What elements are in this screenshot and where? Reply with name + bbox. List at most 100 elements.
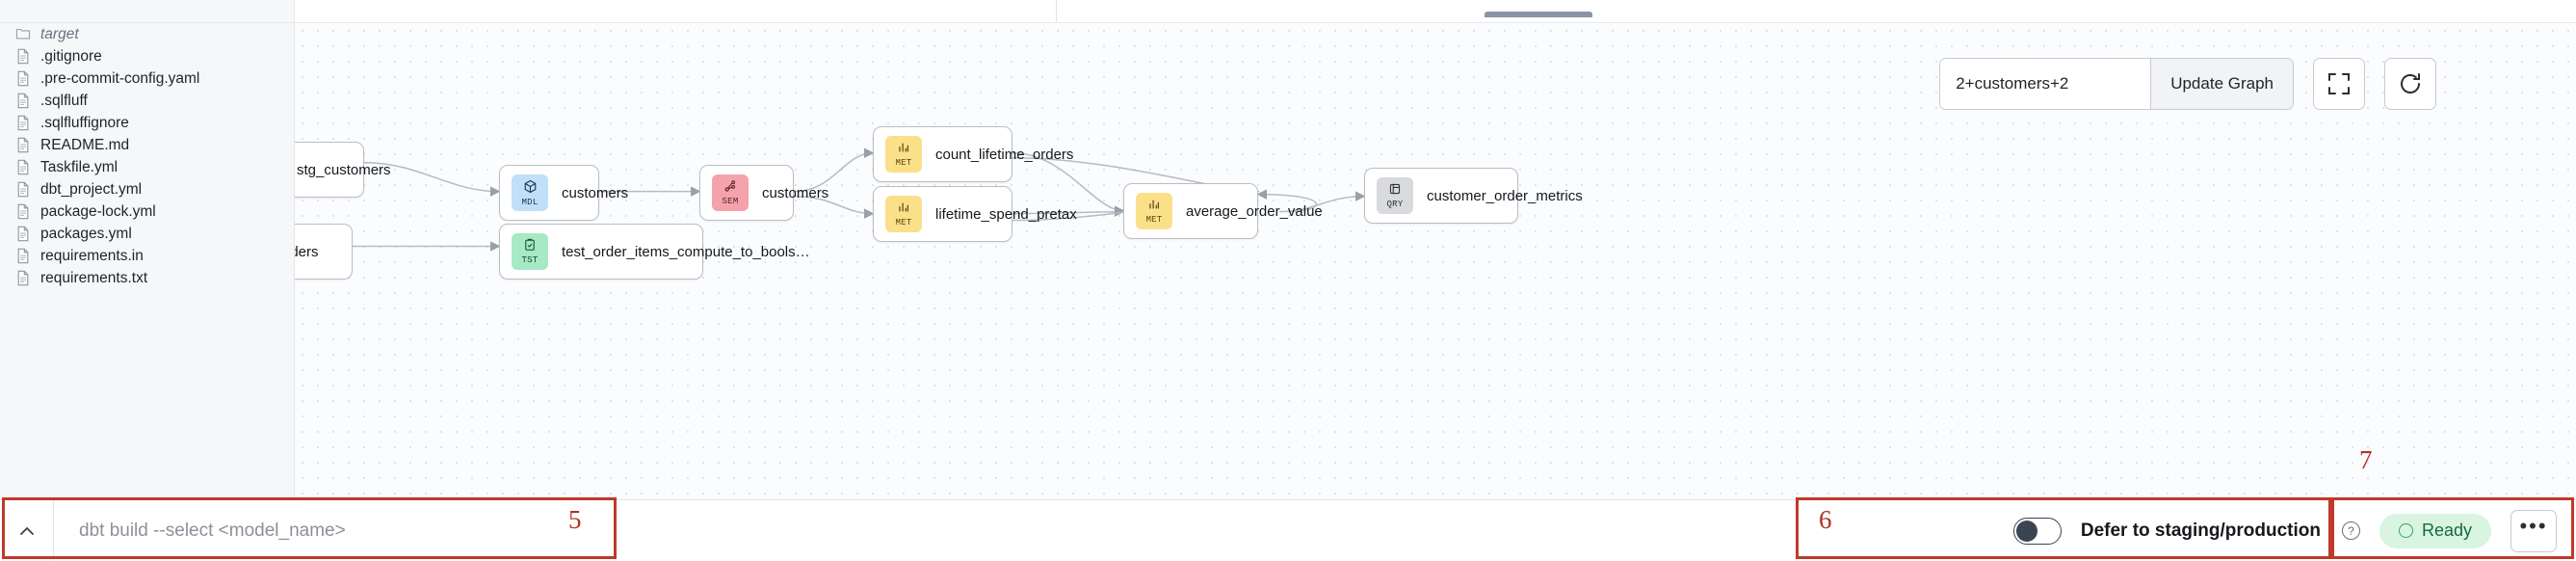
badge-text: MET [895,158,912,168]
list-item[interactable]: target [0,23,294,45]
dbt-command-input[interactable] [54,500,2013,561]
list-item[interactable]: .sqlfluff [0,90,294,112]
list-item-label: .gitignore [40,47,102,65]
defer-label: Defer to staging/production [2080,520,2321,541]
bar-chart-glyph [1147,198,1161,215]
tab-group-divider [1056,0,1057,23]
graph-node-stg-customers[interactable]: stg_customers [295,142,391,198]
folder-icon [15,26,31,42]
fullscreen-icon[interactable] [2313,58,2365,110]
badge-text: TST [521,255,539,265]
graph-node-icon: SEM [712,174,749,211]
graph-node-lifetime-spend-pretax[interactable]: MET lifetime_spend_pretax [873,186,1077,242]
badge-text: MDL [521,197,539,207]
toggle-knob [2015,520,2037,542]
query-icon: QRY [1377,177,1413,214]
bar-chart-icon: MET [885,196,922,232]
file-icon [15,137,31,153]
file-icon [15,181,31,198]
graph-node-orders[interactable]: orders [295,224,353,280]
graph-selector-input[interactable] [1940,59,2151,109]
file-icon [15,270,31,286]
list-item-label: package-lock.yml [40,202,156,220]
list-item-label: target [40,25,79,42]
graph-node-customers-model[interactable]: MDL customers [499,165,628,221]
file-icon [15,93,31,109]
workbench-body: target .gitignore .pre-commit-config.yam… [0,23,2576,499]
graph-node-customer-order-metrics[interactable]: QRY customer_order_metrics [1364,168,1583,224]
node-label: stg_customers [297,161,391,178]
node-selector-group[interactable]: Update Graph [1939,58,2294,110]
node-label: lifetime_spend_pretax [935,205,1077,223]
graph-toolbar[interactable]: Update Graph [1939,58,2436,110]
node-label: count_lifetime_orders [935,146,1074,163]
list-item[interactable]: .pre-commit-config.yaml [0,67,294,90]
list-item[interactable]: requirements.in [0,245,294,267]
status-dot-icon [2398,523,2413,538]
badge-text: MET [1145,215,1163,225]
status-label: Ready [2421,521,2472,540]
ellipsis-icon[interactable]: ••• [2510,509,2557,552]
active-panel-indicator [1485,12,1592,17]
graph-node-count-lifetime-orders[interactable]: MET count_lifetime_orders [873,126,1073,182]
list-item-label: .pre-commit-config.yaml [40,69,200,87]
list-item-label: .sqlfluff [40,92,88,109]
list-item[interactable]: .sqlfluffignore [0,112,294,134]
list-item-label: README.md [40,136,130,153]
more-label: ••• [2519,513,2548,538]
file-icon [15,48,31,65]
cube-icon: MDL [512,174,548,211]
file-icon [15,226,31,242]
bar-chart-glyph [897,200,910,218]
node-label: average_order_value [1186,202,1323,220]
graph-node-customers-semantic[interactable]: SEM customers [699,165,828,221]
editor-tab-strip [0,0,2576,23]
list-item-label: .sqlfluffignore [40,114,129,131]
query-glyph [1388,182,1402,200]
semantic-glyph [723,179,737,197]
file-explorer[interactable]: target .gitignore .pre-commit-config.yam… [0,23,295,499]
list-item[interactable]: packages.yml [0,223,294,245]
node-label: customers [562,184,629,201]
file-icon [15,248,31,264]
list-item-label: packages.yml [40,225,132,242]
graph-node-test-order-items[interactable]: TST test_order_items_compute_to_bools… [499,224,810,280]
clipboard-check-icon: TST [512,233,548,270]
bar-chart-icon: MET [885,136,922,173]
node-label: test_order_items_compute_to_bools… [562,243,810,260]
refresh-icon[interactable] [2384,58,2436,110]
bar-chart-glyph [897,141,910,158]
list-item-label: dbt_project.yml [40,180,143,198]
command-bar-actions: Defer to staging/production ? Ready ••• [2012,500,2576,561]
list-item[interactable]: dbt_project.yml [0,178,294,200]
badge-text: SEM [722,197,739,206]
cube-glyph [523,179,538,198]
explorer-header [0,0,295,22]
chevron-up-icon[interactable] [0,500,54,561]
badge-text: QRY [1386,200,1404,209]
bar-chart-icon: MET [1136,193,1172,229]
open-editors-tabs [295,0,2576,23]
node-label: orders [295,243,319,260]
list-item[interactable]: Taskfile.yml [0,156,294,178]
clipboard-glyph [523,238,537,255]
node-label: customers [762,184,829,201]
file-icon [15,159,31,175]
update-graph-button[interactable]: Update Graph [2150,59,2293,109]
file-icon [15,70,31,87]
list-item-label: requirements.in [40,247,144,264]
list-item[interactable]: .gitignore [0,45,294,67]
defer-toggle[interactable] [2012,517,2062,545]
list-item[interactable]: package-lock.yml [0,200,294,223]
lineage-graph-canvas[interactable]: Update Graph stg_customers order [295,23,2576,499]
question-circle-icon[interactable]: ? [2341,521,2360,540]
badge-text: MET [895,218,912,227]
graph-node-average-order-value[interactable]: MET average_order_value [1123,183,1323,239]
list-item[interactable]: requirements.txt [0,267,294,289]
status-badge[interactable]: Ready [2379,513,2491,548]
list-item-label: Taskfile.yml [40,158,118,175]
list-item-label: requirements.txt [40,269,148,286]
dbt-command-bar: Defer to staging/production ? Ready ••• [0,499,2576,561]
list-item[interactable]: README.md [0,134,294,156]
